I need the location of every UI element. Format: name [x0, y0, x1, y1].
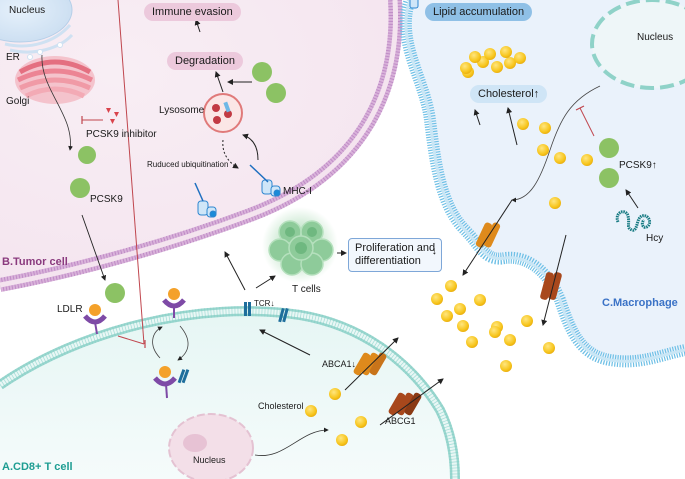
- pcsk9-up-label: PCSK9↑: [619, 160, 657, 171]
- cholesterol-droplet-icon: [514, 52, 526, 64]
- tumor-nucleus: [0, 0, 73, 43]
- tcell-cholesterol-label: Cholesterol: [258, 401, 304, 411]
- golgi-label: Golgi: [6, 96, 30, 107]
- t-cells-label: T cells: [292, 284, 321, 295]
- tcell-nucleus-label: Nucleus: [193, 455, 226, 465]
- cholesterol-droplet-icon: [336, 434, 348, 446]
- cholesterol-droplet-icon: [504, 57, 516, 69]
- macrophage-nucleus-label: Nucleus: [637, 32, 674, 43]
- pcsk9-protein-icon: [70, 62, 286, 303]
- mhc-i-icon: [261, 179, 281, 197]
- cholesterol-droplet-icon: [543, 342, 555, 354]
- cholesterol-droplet-icon: [431, 293, 443, 305]
- cholesterol-droplet-icon: [537, 144, 549, 156]
- tcr-icon: [244, 302, 289, 323]
- cholesterol-droplet-icon: [504, 334, 516, 346]
- decrease-arrow: ↓: [431, 245, 438, 257]
- immune-evasion-label: Immune evasion: [144, 3, 241, 22]
- reduced-ubiquitination-label: Ruduced ubiquitination: [147, 160, 229, 169]
- lysosome-icon: [203, 93, 243, 133]
- golgi: [15, 56, 95, 104]
- cholesterol-droplets: [305, 46, 593, 446]
- cholesterol-droplet-icon: [539, 122, 551, 134]
- lysosome-label: Lysosome: [159, 105, 205, 116]
- cholesterol-droplet-icon: [441, 310, 453, 322]
- hcy-icon: [615, 210, 652, 232]
- abca1-label: ABCA1↓: [322, 359, 357, 369]
- pcsk9-label: PCSK9: [90, 194, 123, 205]
- cholesterol-droplet-icon: [549, 197, 561, 209]
- cholesterol-droplet-icon: [305, 405, 317, 417]
- proliferation-box: Proliferation and differentiation ↓: [348, 238, 443, 273]
- tcell-nucleus: [168, 413, 254, 479]
- mhc-i-label: MHC-I: [283, 186, 312, 197]
- tcell-title: A.CD8+ T cell: [2, 461, 73, 473]
- cholesterol-droplet-icon: [355, 416, 367, 428]
- cholesterol-droplet-icon: [489, 326, 501, 338]
- lipid-accumulation-label: Lipid accumulation: [425, 3, 533, 22]
- degradation-label: Degradation: [167, 52, 243, 71]
- cholesterol-droplet-icon: [521, 315, 533, 327]
- cholesterol-droplet-icon: [484, 48, 496, 60]
- pcsk9-inhibitor-label: PCSK9 inhibitor: [86, 129, 157, 140]
- ldlr-label: LDLR: [57, 304, 83, 315]
- cholesterol-droplet-icon: [457, 320, 469, 332]
- cholesterol-droplet-icon: [500, 360, 512, 372]
- proliferation-text: Proliferation and: [355, 242, 436, 254]
- cholesterol-droplet-icon: [581, 154, 593, 166]
- t-cells-cluster-icon: [262, 207, 338, 283]
- cholesterol-droplet-icon: [554, 152, 566, 164]
- macrophage-nucleus: [590, 0, 685, 90]
- er: [4, 23, 74, 54]
- er-label: ER: [6, 52, 20, 63]
- macrophage-title: C.Macrophage: [602, 297, 678, 309]
- differentiation-text: differentiation: [355, 255, 421, 268]
- cholesterol-droplet-icon: [469, 51, 481, 63]
- tcr-label: TCR↓: [254, 299, 275, 308]
- cholesterol-droplet-icon: [474, 294, 486, 306]
- cholesterol-droplet-icon: [517, 118, 529, 130]
- cholesterol-droplet-icon: [445, 280, 457, 292]
- abcg1-label: ABCG1: [385, 416, 416, 426]
- tumor-cell-body: [0, 0, 396, 285]
- ldlr-icon: [83, 288, 190, 399]
- cholesterol-droplet-icon: [329, 388, 341, 400]
- cholesterol-droplet-icon: [460, 62, 472, 74]
- cholesterol-droplet-icon: [466, 336, 478, 348]
- mhc-i-icon-3: [409, 0, 419, 9]
- macrophage-transporter-1-icon: [475, 222, 501, 248]
- tumor-nucleus-label: Nucleus: [9, 5, 46, 16]
- cholesterol-droplet-icon: [500, 46, 512, 58]
- tumor-cell-title: B.Tumor cell: [2, 256, 68, 268]
- cholesterol-droplet-icon: [454, 303, 466, 315]
- pcsk9-inhibitor-icon: [106, 108, 119, 124]
- cholesterol-up-label: Cholesterol↑: [470, 85, 548, 104]
- hcy-label: Hcy: [646, 233, 664, 244]
- cholesterol-droplet-icon: [491, 61, 503, 73]
